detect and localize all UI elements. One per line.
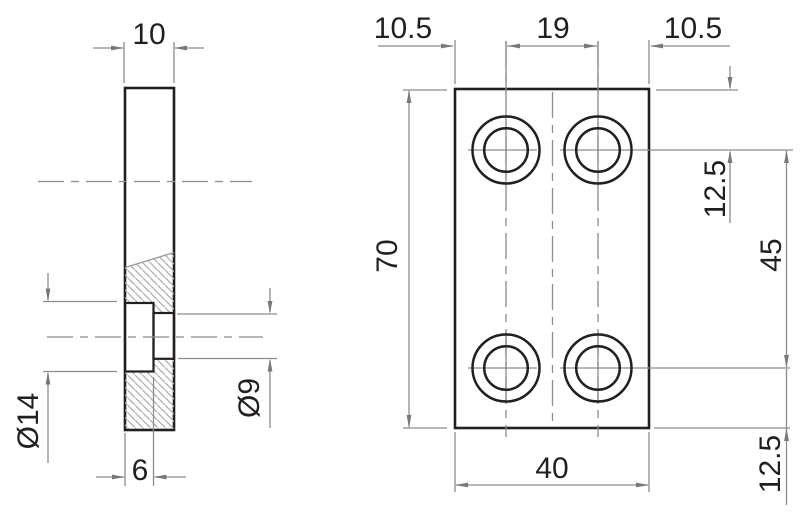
dim-top-row: 10.5 19 10.5: [374, 12, 730, 84]
dim-label-plate-height: 70: [371, 239, 404, 272]
side-view: 10 6 Ø14: [12, 18, 277, 487]
dim-label-edge-to-hole-right: 10.5: [664, 12, 722, 45]
hole-circle-bottom-right: [574, 344, 622, 392]
dim-plate-height: 70: [371, 89, 447, 429]
through-hole-cutout: [152, 311, 176, 360]
hole-circle-top-left: [482, 126, 530, 174]
arrowhead-down: [406, 415, 412, 428]
arrowhead-left: [507, 43, 520, 49]
dim-hole-diameter: Ø9: [177, 288, 277, 428]
dim-counterbore-diameter: Ø14: [12, 273, 117, 463]
hatch-region-lower: [125, 358, 174, 429]
arrowhead-right: [584, 43, 597, 49]
counterbore-circle-bottom-right: [563, 333, 633, 403]
counterbore-circle-top-left: [471, 115, 541, 185]
dim-counterbore-depth: 6: [96, 377, 186, 487]
hole-circle-bottom-left: [482, 344, 530, 392]
dim-label-counterbore-diameter: Ø14: [12, 393, 45, 450]
dim-label-top-edge-to-hole: 12.5: [699, 160, 732, 218]
arrowhead-left: [455, 482, 468, 488]
arrowhead-left: [153, 474, 167, 480]
arrowhead-right: [112, 474, 125, 480]
hatch-region-upper: [125, 253, 174, 313]
arrowhead-up: [406, 90, 412, 103]
arrowhead-left: [650, 43, 663, 49]
arrowhead-up: [784, 150, 789, 163]
arrowhead-down: [267, 301, 273, 314]
dim-label-plate-width: 40: [535, 452, 568, 485]
section-break-line: [124, 251, 175, 269]
hole-circle-top-right: [574, 126, 622, 174]
arrowhead-up: [45, 371, 51, 385]
arrowhead-right: [636, 482, 649, 488]
dim-plate-width: 40: [454, 432, 650, 492]
dim-label-bottom-edge-to-hole: 12.5: [754, 435, 787, 493]
arrowhead-left: [174, 45, 187, 51]
arrowhead-right: [441, 43, 454, 49]
dim-top-edge-to-hole: 12.5: [656, 66, 738, 223]
arrowhead-up: [727, 150, 733, 163]
counterbore-circle-top-right: [563, 115, 633, 185]
dim-hole-spacing-vertical: 45: [755, 150, 789, 368]
arrowhead-down: [784, 355, 789, 368]
arrowhead-up: [784, 428, 789, 441]
dim-label-hole-diameter: Ø9: [233, 378, 266, 418]
arrowhead-up: [267, 358, 273, 372]
dim-label-counterbore-depth: 6: [132, 454, 149, 487]
dim-label-hole-spacing-vertical: 45: [755, 238, 788, 271]
counterbore-circle-bottom-left: [471, 333, 541, 403]
dim-label-edge-to-hole-left: 10.5: [374, 12, 432, 45]
dim-thickness: 10: [93, 18, 204, 83]
front-view: 10.5 19 10.5 70 12.5 45: [371, 12, 793, 505]
arrowhead-down: [45, 288, 51, 302]
arrowhead-down: [727, 77, 733, 90]
arrowhead-right: [111, 45, 124, 51]
dim-label-hole-spacing-horizontal: 19: [536, 12, 569, 45]
dim-label-thickness: 10: [132, 18, 165, 51]
dim-bottom-edge-to-hole: 12.5: [654, 369, 790, 505]
